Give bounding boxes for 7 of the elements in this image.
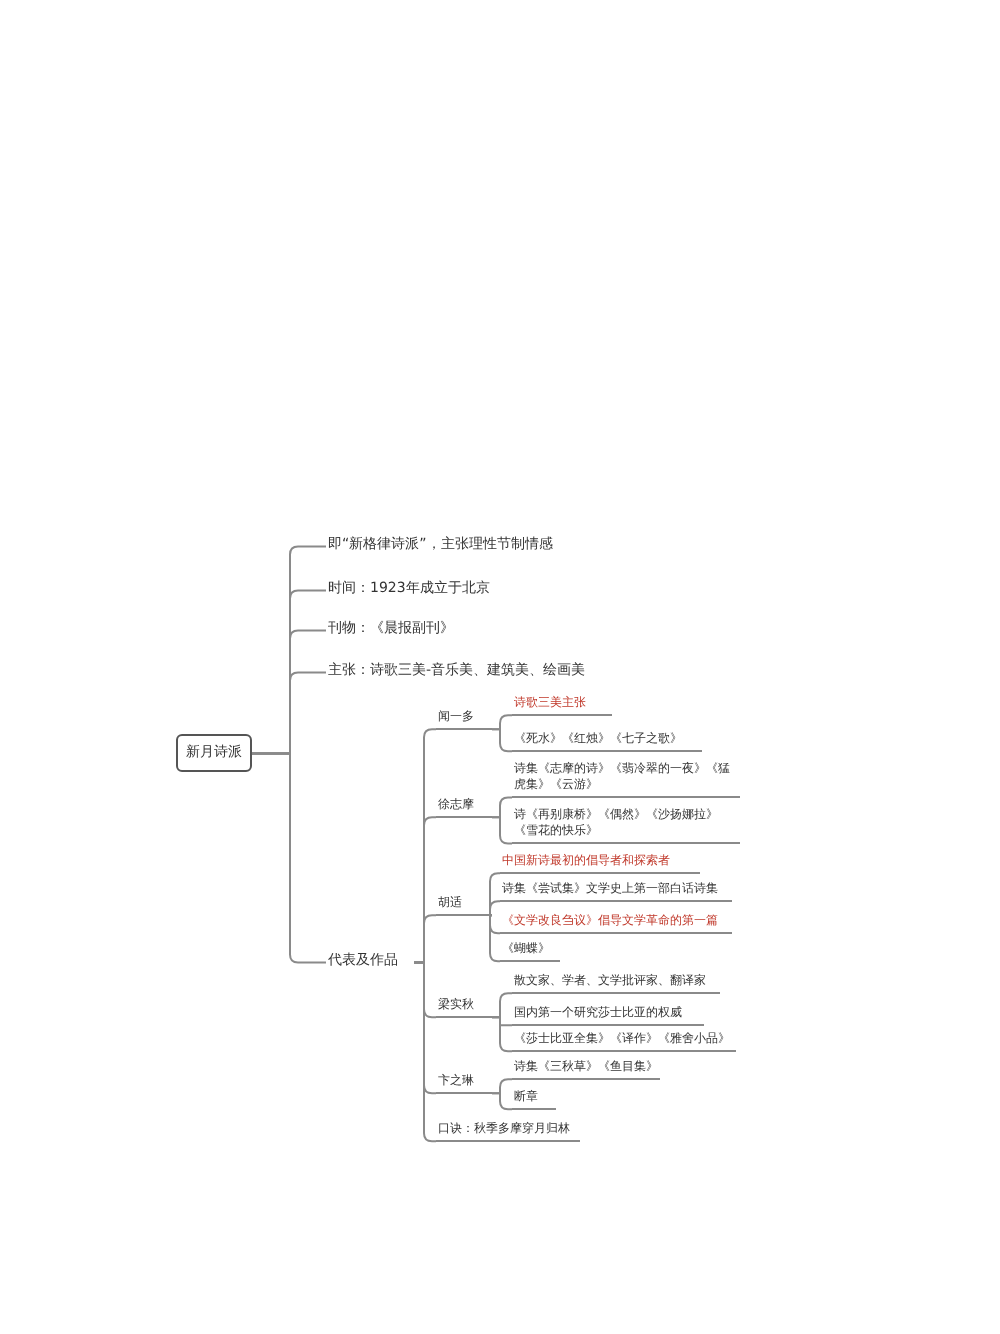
connector-line [489,914,501,963]
connector-line [489,900,501,917]
connector-line [491,816,513,845]
connector-line [491,1092,513,1111]
connector-line [251,752,327,964]
connector-line [491,728,513,753]
connector-line [491,1016,513,1053]
